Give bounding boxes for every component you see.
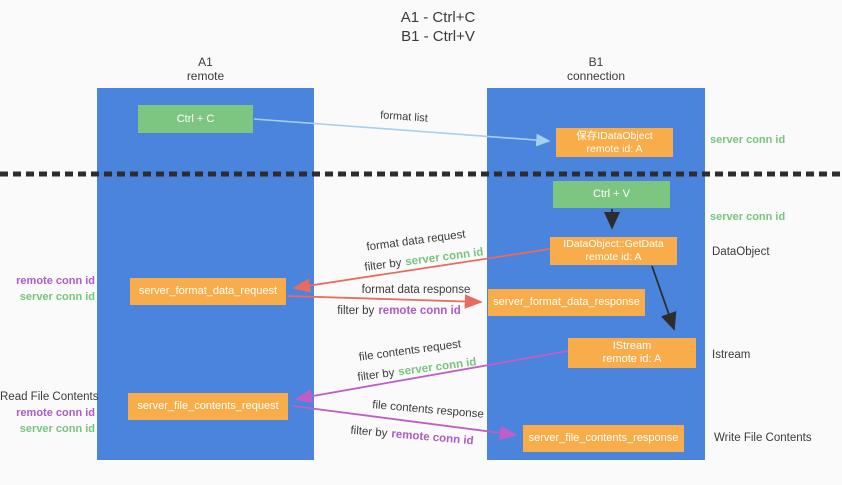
annotation-server-conn-id-low: server conn id <box>19 423 95 435</box>
node-ctrl-c-label: Ctrl + C <box>176 112 215 125</box>
lane-a-header: A1 remote <box>97 55 314 83</box>
node-server-file-contents-response: server_file_contents_response <box>523 425 684 452</box>
node-ctrl-v-label: Ctrl + V <box>593 188 630 200</box>
node-ctrl-v: Ctrl + V <box>553 181 670 208</box>
remote-conn-id-key: remote conn id <box>390 428 475 448</box>
annotation-server-conn-id-mid: server conn id <box>710 211 786 223</box>
node-server-format-data-response: server_format_data_response <box>488 289 645 316</box>
diagram-title: A1 - Ctrl+C B1 - Ctrl+V <box>338 8 538 46</box>
lane-a-subtitle: remote <box>186 69 225 83</box>
server-conn-id-key: server conn id <box>397 356 478 379</box>
node-idataobject-getdata: IDataObject::GetData remote id: A <box>550 237 677 265</box>
annotation-write-file-contents: Write File Contents <box>714 432 812 444</box>
node-file-request-label: server_file_contents_request <box>137 400 279 412</box>
file-contents-response-label: file contents response <box>371 399 485 421</box>
format-data-response-label: format data response <box>361 284 471 296</box>
node-save-idataobject-line1: 保存IDataObject <box>576 129 653 142</box>
annotation-remote-conn-id-low: remote conn id <box>16 407 95 419</box>
lane-b-name: B1 <box>588 55 604 69</box>
annotation-remote-conn-id-mid: remote conn id <box>16 275 95 287</box>
remote-conn-id-key: remote conn id <box>378 305 461 317</box>
filter-by-text: filter by <box>363 257 403 274</box>
annotation-read-file-contents: Read File Contents <box>0 391 99 403</box>
title-line-1: A1 - Ctrl+C <box>400 9 476 26</box>
node-format-request-label: server_format_data_request <box>138 285 278 297</box>
annotation-dataobject: DataObject <box>712 246 770 258</box>
node-format-response-label: server_format_data_response <box>493 296 640 308</box>
lane-b-header: B1 connection <box>487 55 705 83</box>
node-save-idataobject: 保存IDataObject remote id: A <box>556 128 673 157</box>
format-list-label: format list <box>379 109 429 125</box>
server-conn-id-key: server conn id <box>404 246 485 269</box>
lane-b-subtitle: connection <box>566 69 626 83</box>
node-istream-line2: remote id: A <box>602 353 662 365</box>
annotation-istream: Istream <box>712 349 751 361</box>
node-getdata-line1: IDataObject::GetData <box>563 238 664 250</box>
node-save-idataobject-line2: remote id: A <box>586 142 643 155</box>
title-line-2: B1 - Ctrl+V <box>401 28 475 45</box>
filter-by-text: filter by <box>356 367 396 384</box>
format-data-response-arrow <box>286 294 483 309</box>
node-server-format-data-request: server_format_data_request <box>130 278 286 305</box>
node-ctrl-c: Ctrl + C <box>138 105 253 133</box>
node-file-response-label: server_file_contents_response <box>528 432 679 444</box>
node-istream: IStream remote id: A <box>568 338 696 368</box>
annotation-server-conn-id-top: server conn id <box>710 134 786 146</box>
node-getdata-line2: remote id: A <box>585 251 642 263</box>
annotation-server-conn-id-left-mid: server conn id <box>19 291 95 303</box>
node-server-file-contents-request: server_file_contents_request <box>128 393 288 420</box>
filter-by-text: filter by <box>337 305 375 317</box>
node-istream-line1: IStream <box>612 340 652 352</box>
filter-by-text: filter by <box>349 424 388 440</box>
lane-a-name: A1 <box>198 55 213 69</box>
